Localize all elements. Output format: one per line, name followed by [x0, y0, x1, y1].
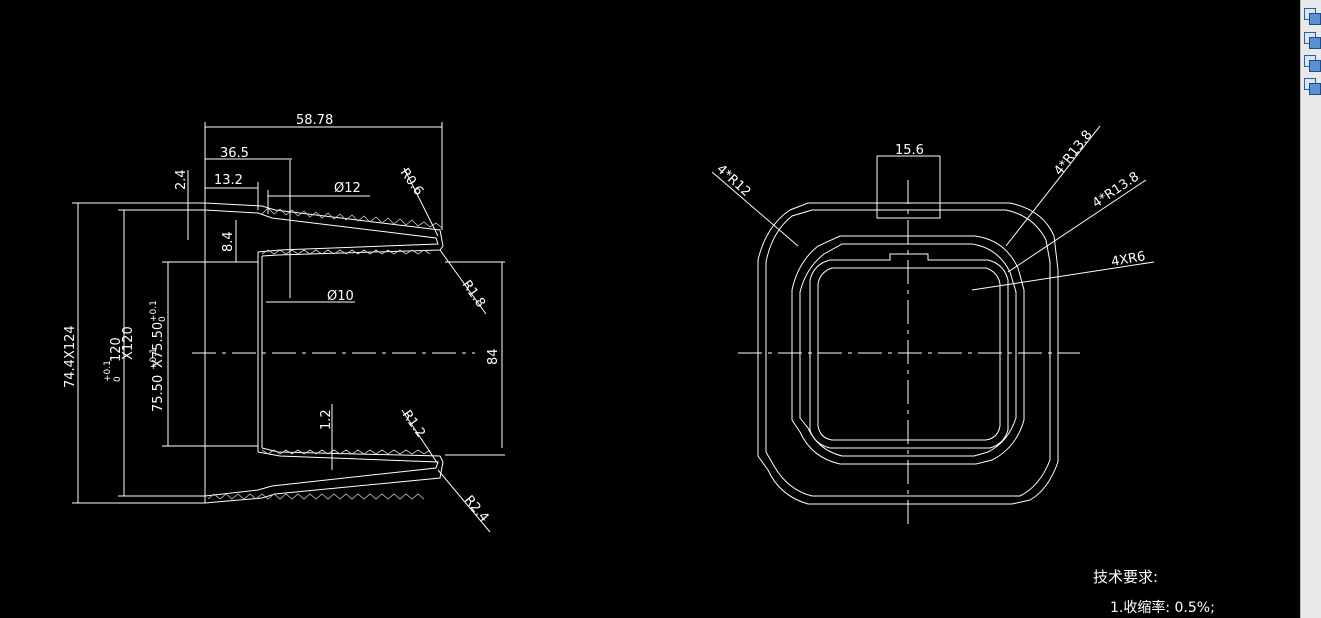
copy-icon[interactable]: [1304, 78, 1321, 95]
tech-requirements-title: 技术要求:: [1093, 568, 1159, 586]
dim-74-4x124: 74.4X124: [63, 325, 78, 388]
section-view: 58.78 36.5 13.2 Ø12 2.4 8.4 Ø10 R0.6 R1.…: [63, 113, 505, 533]
dim-75-50-a: 75.50: [151, 375, 166, 412]
dim-120-a: 120: [109, 337, 124, 362]
dim-4xr6: 4XR6: [1110, 249, 1147, 270]
tol-75-upper-b: +0.1: [149, 300, 159, 322]
dim-2-4: 2.4: [174, 169, 189, 190]
tol-120-lower: 0: [113, 376, 123, 382]
tol-75-lower-b: 0: [158, 316, 168, 322]
dim-dia-10: Ø10: [327, 289, 354, 304]
tech-requirements-item-1: 1.收缩率: 0.5%;: [1110, 600, 1215, 616]
copy-icon[interactable]: [1304, 55, 1321, 72]
dim-84: 84: [486, 348, 501, 365]
right-toolbar: [1300, 0, 1321, 618]
dim-1-2: 1.2: [319, 409, 334, 430]
dim-r2-4: R2.4: [461, 493, 492, 525]
dim-8-4: 8.4: [221, 231, 236, 252]
dim-dia-12: Ø12: [334, 181, 361, 196]
copy-icon[interactable]: [1304, 32, 1321, 49]
tol-75-upper-a: +0.1: [149, 348, 159, 370]
dim-120-b: X120: [121, 326, 136, 360]
dim-4xr13-8-a: 4*R13.8: [1051, 128, 1095, 179]
copy-icon[interactable]: [1304, 8, 1321, 25]
dim-13-2: 13.2: [214, 173, 243, 188]
dim-r0-6: R0.6: [397, 166, 426, 199]
dim-58-78: 58.78: [296, 113, 333, 128]
dim-36-5: 36.5: [220, 146, 249, 161]
dim-75-50-b: X75.50: [151, 322, 166, 368]
dim-r1-2: R1.2: [399, 408, 428, 441]
tol-120-upper: +0.1: [103, 360, 113, 382]
dim-15-6: 15.6: [895, 143, 924, 158]
plan-view: 15.6 4*R12 4*R13.8 4*R13.8 4XR6: [711, 125, 1155, 528]
dim-r1-8: R1.8: [459, 278, 488, 311]
dim-4xr12: 4*R12: [713, 162, 753, 200]
dim-4xr13-8-b: 4*R13.8: [1090, 169, 1142, 211]
